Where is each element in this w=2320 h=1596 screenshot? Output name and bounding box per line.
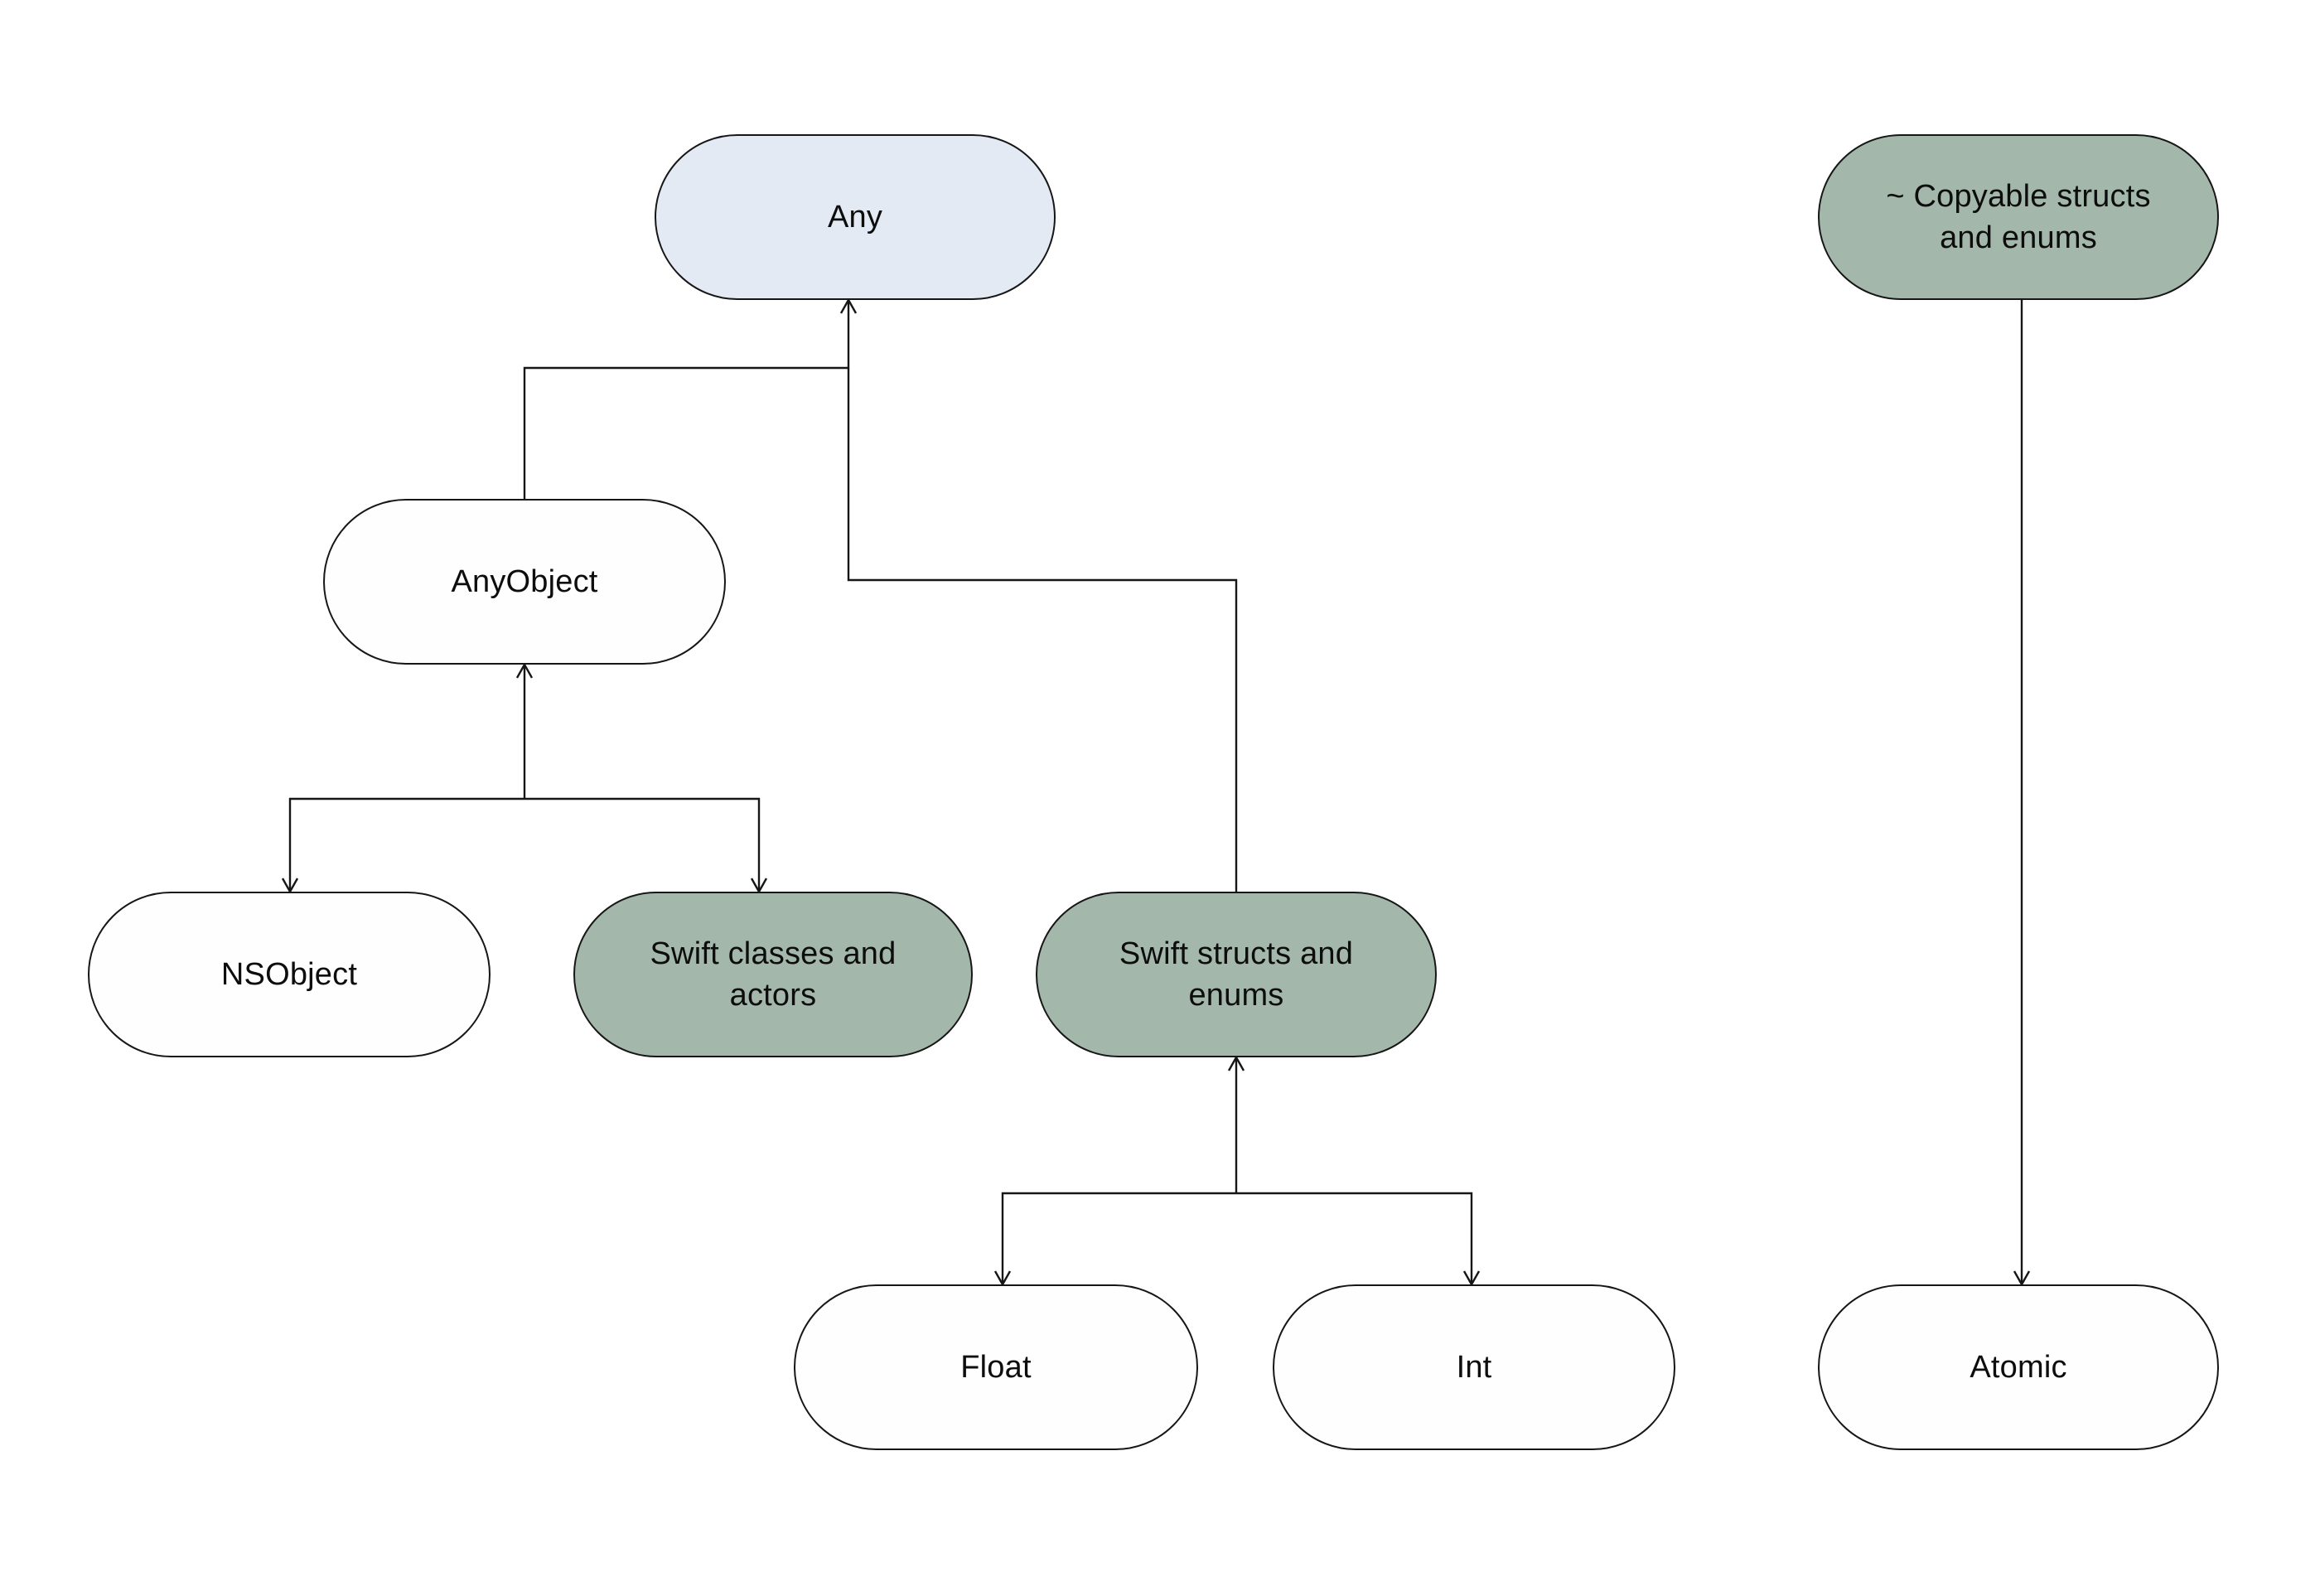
node-any: Any	[655, 134, 1056, 300]
node-float: Float	[794, 1284, 1198, 1450]
edge-branch-to-int	[1236, 1192, 1473, 1284]
node-nsobject: NSObject	[88, 892, 491, 1057]
edge-structs-to-any	[847, 368, 1238, 892]
node-label-anyobject: AnyObject	[451, 564, 598, 599]
arrowhead-up-icon	[839, 297, 858, 314]
edge-branch-to-classes	[524, 797, 761, 892]
edge-branch-to-float	[1001, 1192, 1236, 1284]
node-label-atomic: Atomic	[1970, 1350, 2067, 1385]
node-label-any: Any	[827, 200, 883, 235]
node-anyobject: AnyObject	[323, 499, 726, 665]
arrowhead-up-icon	[515, 662, 534, 679]
arrowhead-up-icon	[1227, 1055, 1245, 1071]
node-label-float: Float	[960, 1350, 1032, 1385]
node-label-nsobject: NSObject	[220, 957, 358, 992]
node-int: Int	[1273, 1284, 1675, 1450]
node-atomic: Atomic	[1818, 1284, 2219, 1450]
edge-anyobject-to-any	[523, 300, 850, 499]
edge-branch-to-nsobject	[288, 797, 524, 892]
node-label-int: Int	[1456, 1350, 1492, 1385]
